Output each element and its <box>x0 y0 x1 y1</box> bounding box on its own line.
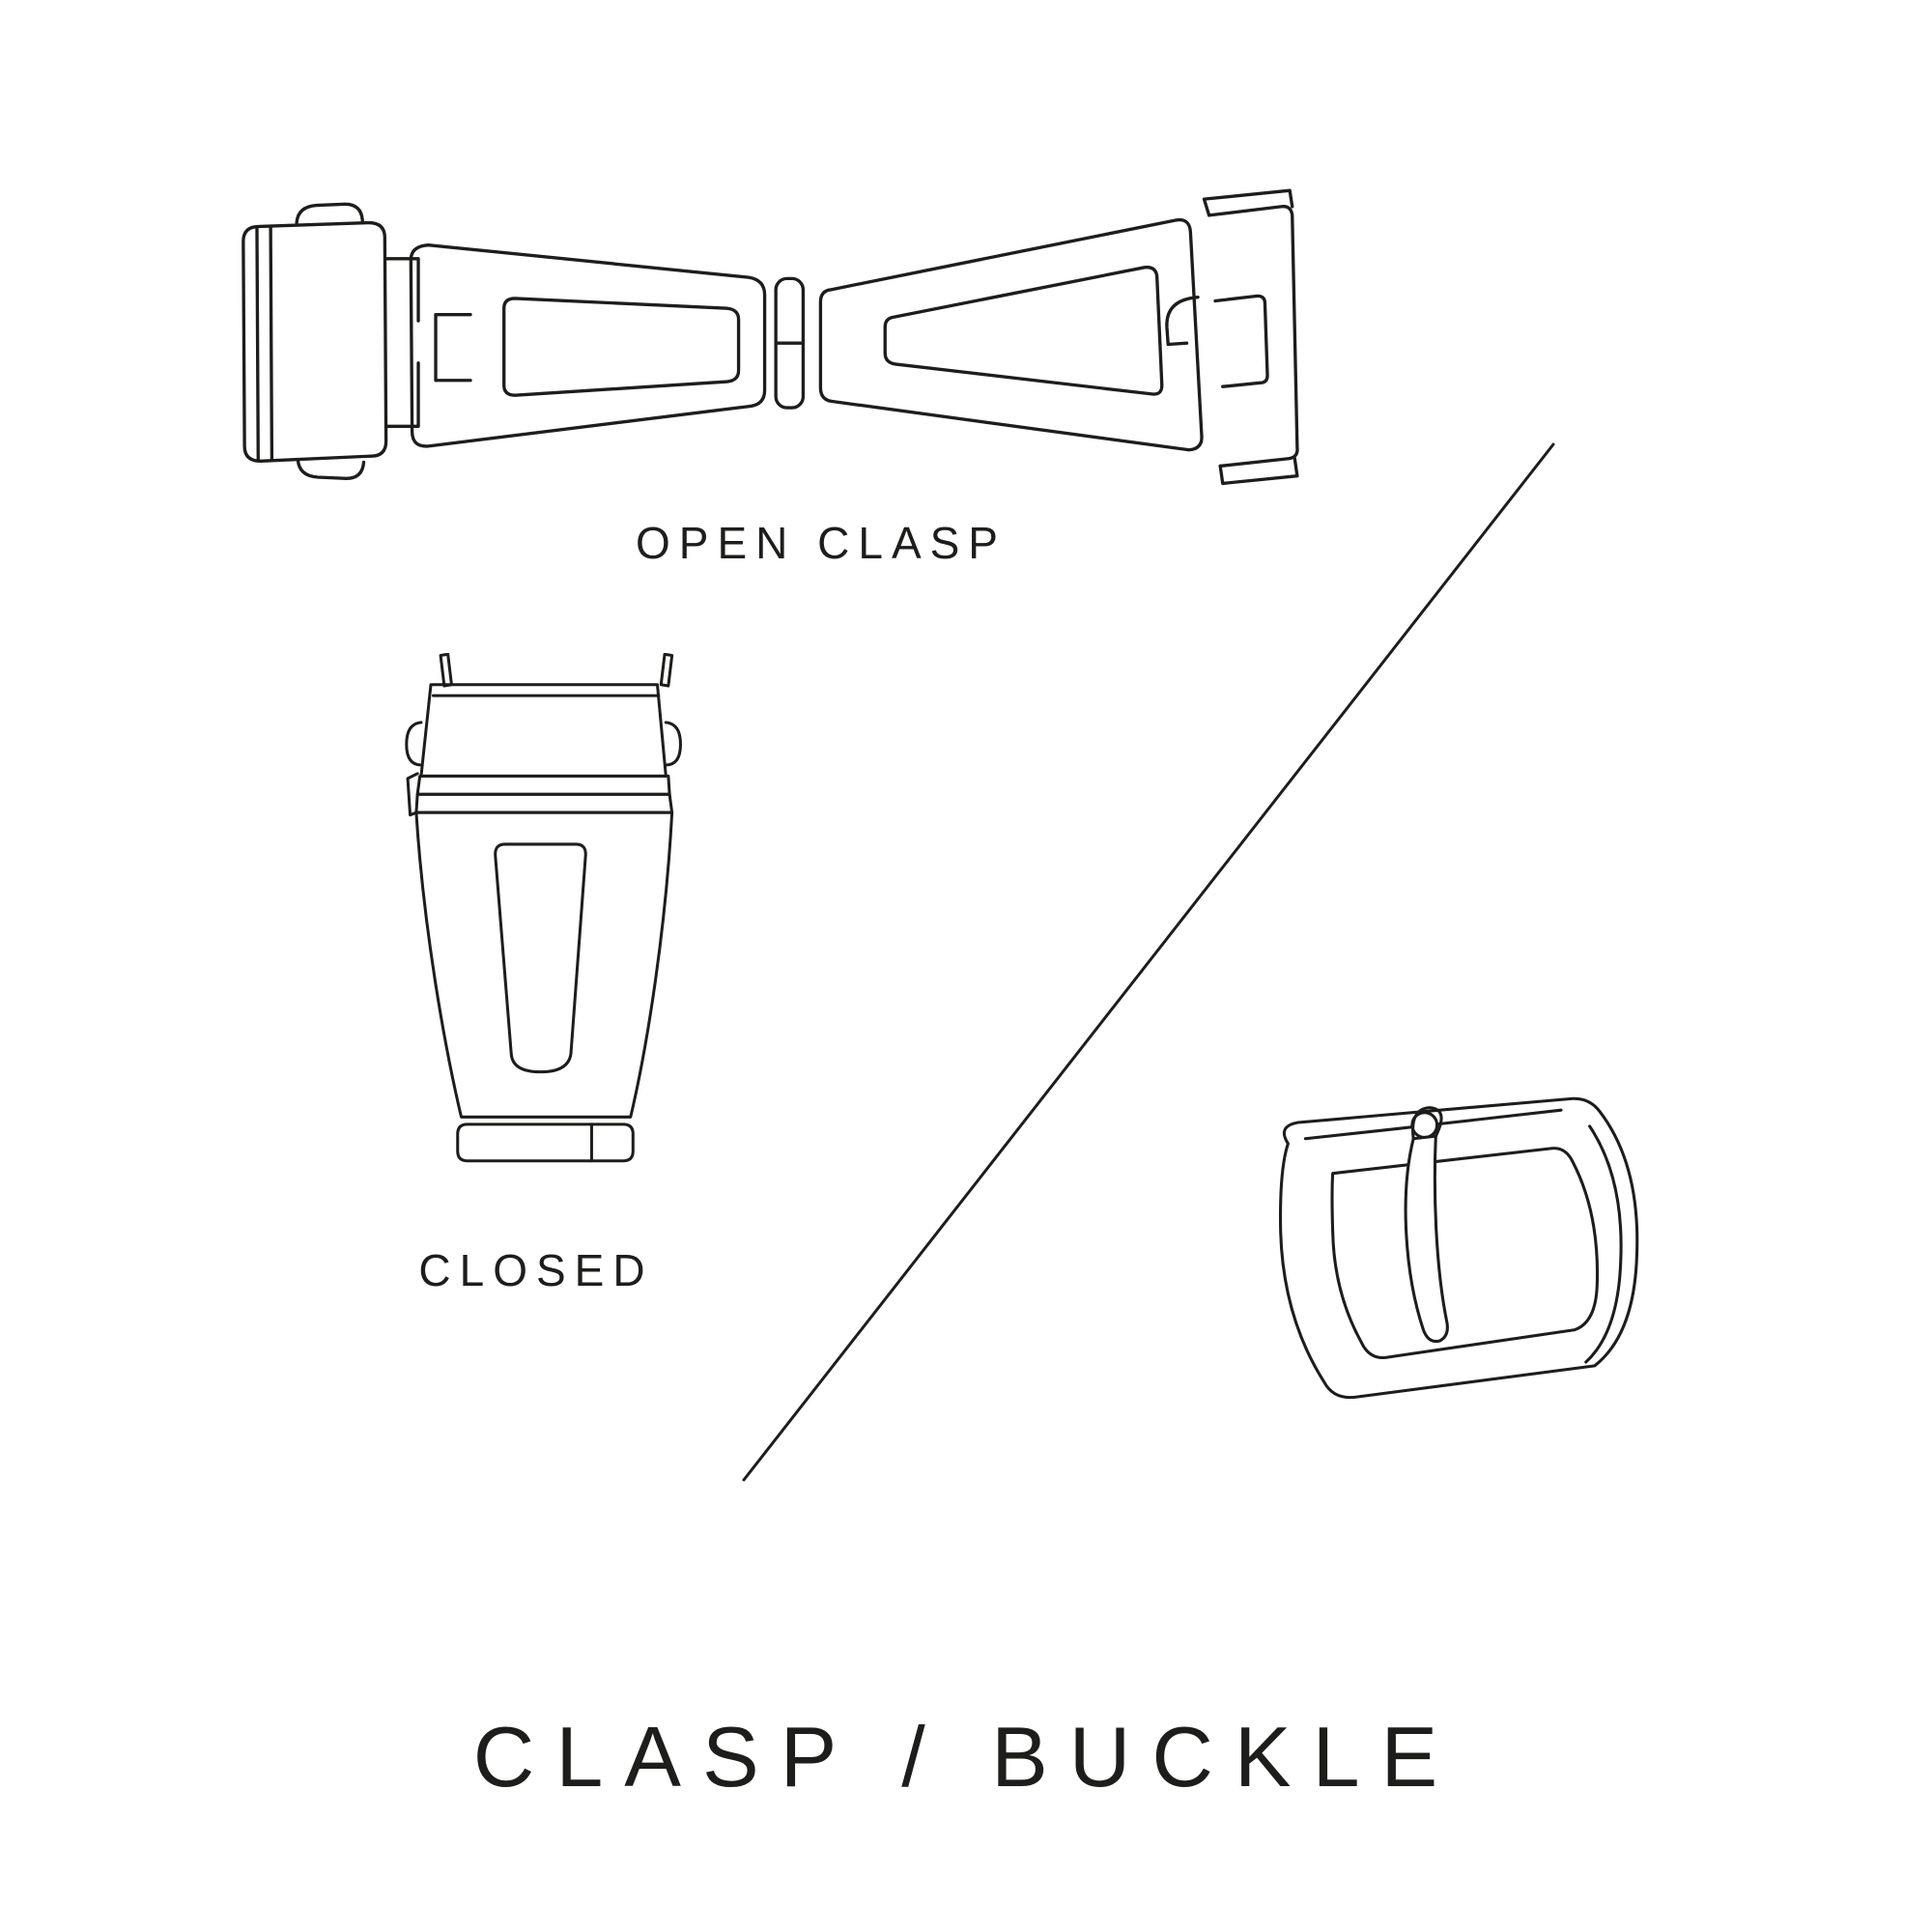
closed-clasp-body <box>414 810 674 1119</box>
clasp-left-cover <box>242 220 388 463</box>
clasp-left-arm <box>409 243 767 448</box>
buckle-frame <box>1278 1096 1639 1400</box>
open-clasp-caption: OPEN CLASP <box>636 518 1007 568</box>
open-clasp-illustration <box>242 188 1299 486</box>
closed-clasp-caption: CLOSED <box>418 1245 654 1295</box>
buckle-tang <box>1404 1134 1449 1344</box>
closed-clasp-cap <box>419 683 668 778</box>
clasp-right-endlink <box>1207 205 1299 469</box>
closed-clasp-illustration <box>405 653 682 1163</box>
clasp-right-arm <box>818 217 1204 452</box>
diagram-title: CLASP / BUCKLE <box>472 1709 1460 1804</box>
buckle-illustration <box>1278 1096 1639 1400</box>
